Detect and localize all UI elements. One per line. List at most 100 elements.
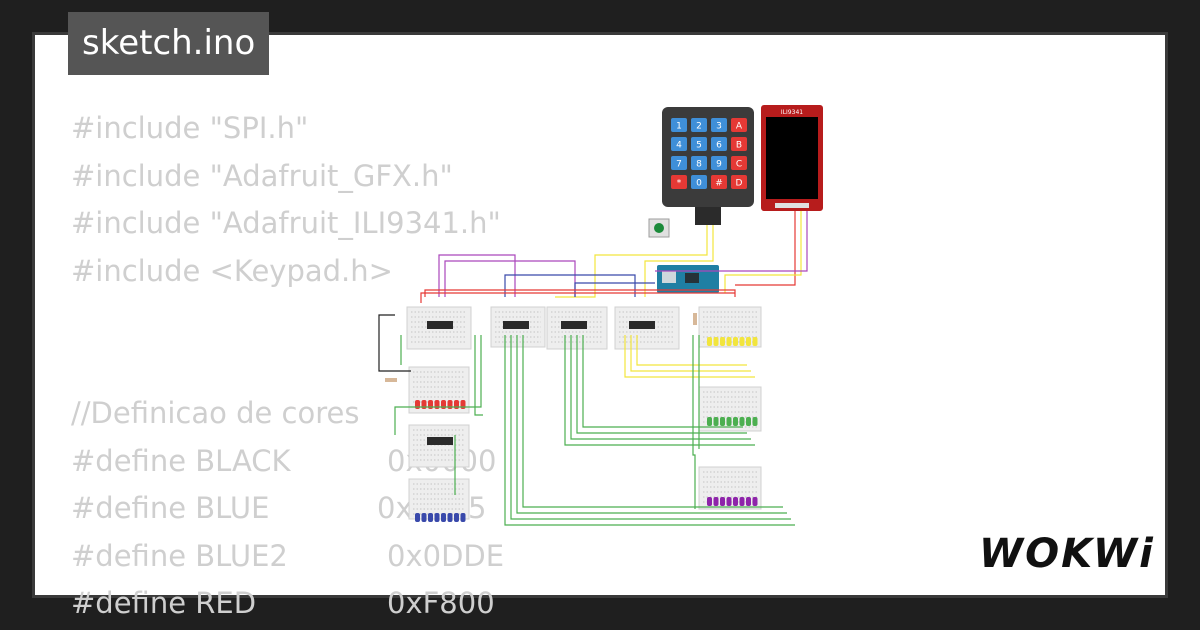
led xyxy=(713,497,719,506)
keypad-key-label: * xyxy=(677,179,682,189)
keypad-key: 6 xyxy=(711,137,727,151)
led xyxy=(713,337,719,346)
led xyxy=(454,400,459,409)
keypad-key: 7 xyxy=(671,156,687,170)
led xyxy=(726,337,732,346)
led xyxy=(441,400,446,409)
led xyxy=(726,497,732,506)
led xyxy=(707,497,712,506)
keypad-key-label: 3 xyxy=(716,122,722,132)
code-preview: #include "SPI.h" #include "Adafruit_GFX.h… xyxy=(71,105,505,628)
led xyxy=(733,337,738,346)
keypad-key: * xyxy=(671,175,687,189)
led xyxy=(415,400,420,409)
keypad-key-label: D xyxy=(736,179,743,189)
shift-register-chip xyxy=(427,321,453,329)
keypad-key: B xyxy=(731,137,747,151)
keypad-key: D xyxy=(731,175,747,189)
led xyxy=(454,513,459,522)
keypad-key: 2 xyxy=(691,118,707,132)
breadboard xyxy=(408,424,470,468)
led xyxy=(733,497,738,506)
led xyxy=(434,513,440,522)
led xyxy=(746,337,751,346)
code-line: #include "Adafruit_ILI9341.h" xyxy=(71,206,501,240)
resistor xyxy=(385,378,397,382)
code-line: #define BLACK0x0000 xyxy=(71,443,496,478)
led xyxy=(434,400,440,409)
led xyxy=(441,513,446,522)
wires xyxy=(378,211,808,526)
keypad-key: 9 xyxy=(711,156,727,170)
led xyxy=(707,337,712,346)
led-rows xyxy=(415,337,758,522)
led xyxy=(739,497,745,506)
led xyxy=(739,337,745,346)
keypad-key-label: 9 xyxy=(716,160,722,170)
code-line: #include "SPI.h" xyxy=(71,111,309,145)
keypad-key: C xyxy=(731,156,747,170)
led xyxy=(726,417,732,426)
keypad-key-label: 1 xyxy=(676,122,682,132)
keypad-key-label: A xyxy=(736,122,743,132)
keypad-key-label: 7 xyxy=(676,160,682,170)
shift-register-chip xyxy=(561,321,587,329)
circuit-diagram: 1 2 3 A 4 5 6 B 7 8 9 C * 0 # D ILI9341 xyxy=(378,105,823,526)
led xyxy=(460,400,466,409)
led xyxy=(720,497,725,506)
keypad-key: A xyxy=(731,118,747,132)
code-line: #include <Keypad.h> xyxy=(71,253,393,288)
led xyxy=(720,417,725,426)
push-button xyxy=(648,218,670,238)
wokwi-logo: WOKWi xyxy=(979,531,1155,577)
led xyxy=(421,513,427,522)
led xyxy=(447,400,453,409)
keypad-key-label: 2 xyxy=(696,122,702,132)
keypad-key-label: B xyxy=(736,141,742,151)
led xyxy=(720,337,725,346)
keypad-key: 3 xyxy=(711,118,727,132)
keypad: 1 2 3 A 4 5 6 B 7 8 9 C * 0 # D xyxy=(662,107,754,225)
led xyxy=(707,417,712,426)
led xyxy=(739,417,745,426)
keypad-key-label: C xyxy=(736,160,742,170)
keypad-key: 8 xyxy=(691,156,707,170)
resistor xyxy=(693,313,697,325)
display-label: ILI9341 xyxy=(781,109,803,116)
keypad-key-label: 8 xyxy=(696,160,702,170)
file-title-tab[interactable]: sketch.ino xyxy=(68,12,270,75)
shift-register-chip xyxy=(503,321,529,329)
breadboard xyxy=(408,478,470,520)
keypad-key: 1 xyxy=(671,118,687,132)
led xyxy=(428,513,433,522)
keypad-key-label: 0 xyxy=(696,179,702,189)
keypad-key: # xyxy=(711,175,727,189)
arduino-board xyxy=(657,265,719,293)
ili9341-display: ILI9341 xyxy=(761,105,823,211)
led xyxy=(428,400,433,409)
keypad-key-label: # xyxy=(715,179,723,189)
led xyxy=(421,400,427,409)
code-line: //Definicao de cores xyxy=(71,396,360,430)
led xyxy=(752,497,758,506)
shift-register-chip xyxy=(629,321,655,329)
led xyxy=(746,497,751,506)
led xyxy=(447,513,453,522)
preview-card: #include "SPI.h" #include "Adafruit_GFX.h… xyxy=(32,32,1168,620)
led xyxy=(752,417,758,426)
led xyxy=(415,513,420,522)
keypad-key: 4 xyxy=(671,137,687,151)
shift-register-chip xyxy=(427,437,453,445)
keypad-key: 0 xyxy=(691,175,707,189)
code-line: #include "Adafruit_GFX.h" xyxy=(71,158,453,193)
led xyxy=(752,337,758,346)
keypad-key: 5 xyxy=(691,137,707,151)
keypad-key-label: 6 xyxy=(716,141,722,151)
led xyxy=(746,417,751,426)
keypad-key-label: 5 xyxy=(696,141,702,151)
led xyxy=(713,417,719,426)
led xyxy=(460,513,466,522)
keypad-key-label: 4 xyxy=(676,141,682,151)
led xyxy=(733,417,738,426)
